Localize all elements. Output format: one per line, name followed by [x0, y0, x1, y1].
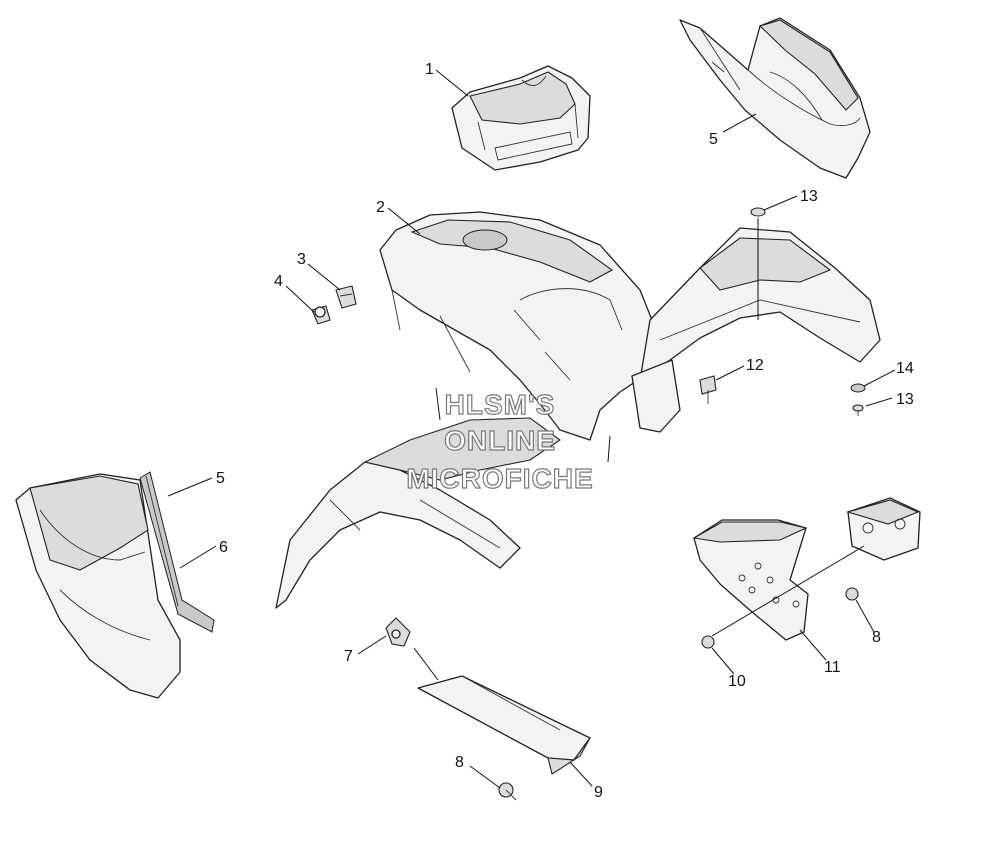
part-11-bracket [692, 519, 809, 641]
part-4-screw [311, 305, 331, 325]
callout-13-right: 13 [896, 391, 914, 408]
part-10-nut [701, 545, 865, 649]
callout-9: 9 [594, 784, 603, 801]
part-1-headlight-pod [451, 65, 591, 171]
callout-5-left: 5 [216, 470, 225, 487]
watermark: HLSM'S ONLINE MICROFICHE [406, 388, 594, 494]
watermark-line-3: MICROFICHE [406, 463, 593, 494]
part-8-right-bolt [845, 587, 859, 601]
callout-5-top: 5 [709, 131, 718, 148]
part-13-top-rivet [750, 207, 766, 320]
callout-8-bottom: 8 [455, 754, 464, 771]
callout-8-right: 8 [872, 629, 881, 646]
part-electrical-block [846, 497, 921, 561]
callout-12: 12 [746, 357, 764, 374]
part-8-bottom-bolt [498, 782, 517, 801]
callout-6: 6 [219, 539, 228, 556]
callout-14: 14 [896, 360, 914, 377]
leader-lines [167, 69, 896, 789]
part-14-washer [850, 383, 866, 393]
part-12-push-rivet [699, 375, 717, 404]
callout-labels: 1 5 2 3 4 13 12 14 13 5 6 7 8 9 10 11 8 [216, 61, 914, 801]
callout-1: 1 [425, 61, 434, 78]
part-6-seal-strip [139, 471, 215, 633]
watermark-line-1: HLSM'S [445, 389, 556, 420]
callout-11: 11 [824, 659, 841, 676]
watermark-line-2: ONLINE [444, 425, 556, 456]
part-7-clip [385, 617, 411, 647]
part-3-clip-nut [335, 285, 357, 309]
callout-3: 3 [297, 251, 306, 268]
part-2-front-fender [275, 211, 881, 609]
callout-10: 10 [728, 673, 746, 690]
callout-2: 2 [376, 199, 385, 216]
part-5-left-side-panel [15, 473, 181, 699]
part-5-top-side-panel [679, 17, 871, 179]
callout-7: 7 [344, 648, 353, 665]
callout-13-top: 13 [800, 188, 818, 205]
part-13-right-rivet [852, 404, 864, 416]
part-9-guard-plate [417, 675, 591, 775]
callout-4: 4 [274, 273, 283, 290]
